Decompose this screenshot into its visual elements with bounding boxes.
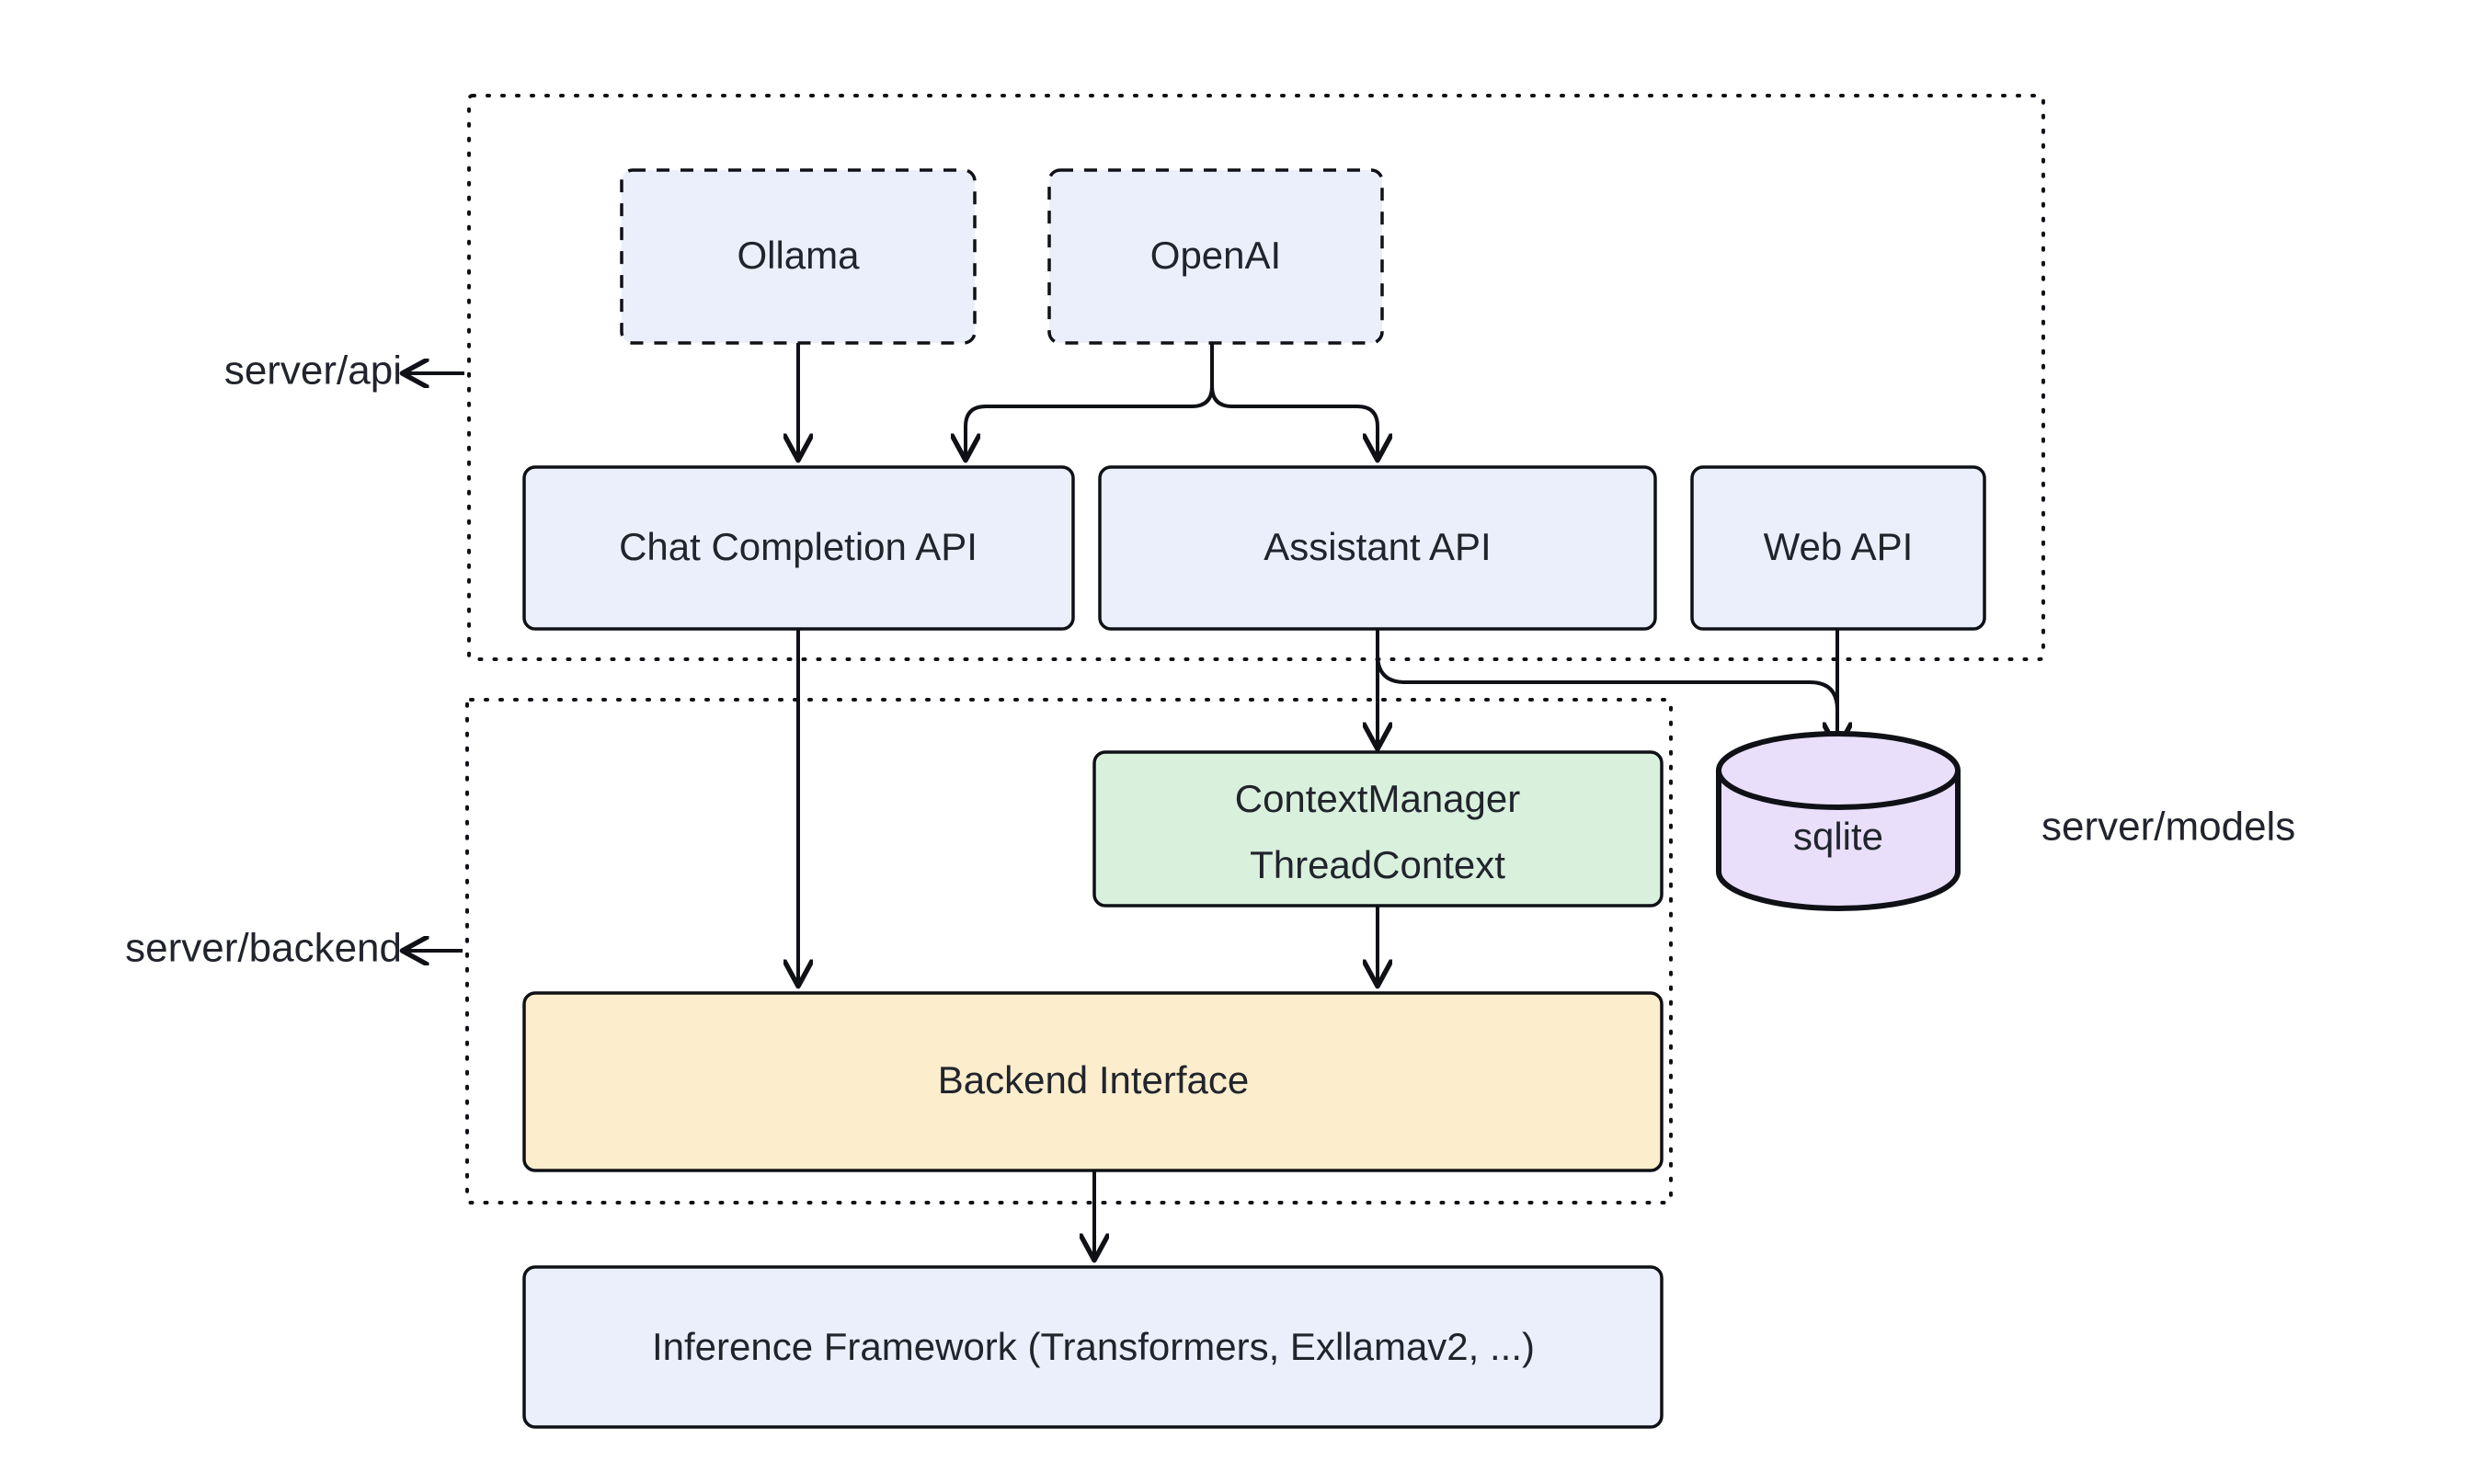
node-backend-interface-box[interactable]: [522, 991, 1664, 1172]
node-openai-label: OpenAI: [1150, 234, 1281, 277]
edge-assistant-api-to-sqlite: [1376, 654, 1837, 747]
node-inference-framework-label: Inference Framework (Transformers, Exlla…: [652, 1325, 1535, 1368]
group-label-server-models: server/models: [2041, 805, 2295, 850]
group-server-api: [467, 94, 2045, 661]
node-chat-completion-api-box[interactable]: [522, 465, 1075, 631]
node-chat-completion-api-label: Chat Completion API: [619, 525, 978, 568]
group-label-server-backend: server/backend: [125, 926, 402, 971]
node-openai-box[interactable]: [1047, 168, 1384, 345]
node-ollama[interactable]: Ollama: [620, 168, 977, 345]
node-assistant-api-label: Assistant API: [1264, 525, 1491, 568]
edge-openai-to-chat-api: [966, 385, 1214, 458]
node-sqlite[interactable]: sqlite: [1716, 731, 1961, 911]
node-openai[interactable]: OpenAI: [1047, 168, 1384, 345]
node-ollama-label: Ollama: [737, 234, 860, 277]
node-web-api[interactable]: Web API: [1690, 465, 1986, 631]
node-sqlite-top[interactable]: [1716, 731, 1961, 810]
node-web-api-box[interactable]: [1690, 465, 1986, 631]
node-web-api-label: Web API: [1764, 525, 1914, 568]
node-assistant-api-box[interactable]: [1098, 465, 1657, 631]
node-chat-completion-api[interactable]: Chat Completion API: [522, 465, 1075, 631]
node-context-manager-label-line2: ThreadContext: [1250, 843, 1505, 886]
node-context-manager-label-line1: ContextManager: [1235, 777, 1521, 820]
node-context-manager[interactable]: ContextManager ThreadContext: [1092, 750, 1664, 908]
edge-openai-to-assistant-api: [1210, 385, 1378, 458]
node-inference-framework-box[interactable]: [522, 1265, 1664, 1429]
node-sqlite-label: sqlite: [1793, 815, 1883, 858]
node-backend-interface-label: Backend Interface: [938, 1058, 1250, 1102]
group-label-server-api: server/api: [224, 348, 402, 394]
node-ollama-box[interactable]: [620, 168, 977, 345]
node-backend-interface[interactable]: Backend Interface: [522, 991, 1664, 1172]
node-context-manager-box[interactable]: [1092, 750, 1664, 908]
node-assistant-api[interactable]: Assistant API: [1098, 465, 1657, 631]
node-inference-framework[interactable]: Inference Framework (Transformers, Exlla…: [522, 1265, 1664, 1429]
